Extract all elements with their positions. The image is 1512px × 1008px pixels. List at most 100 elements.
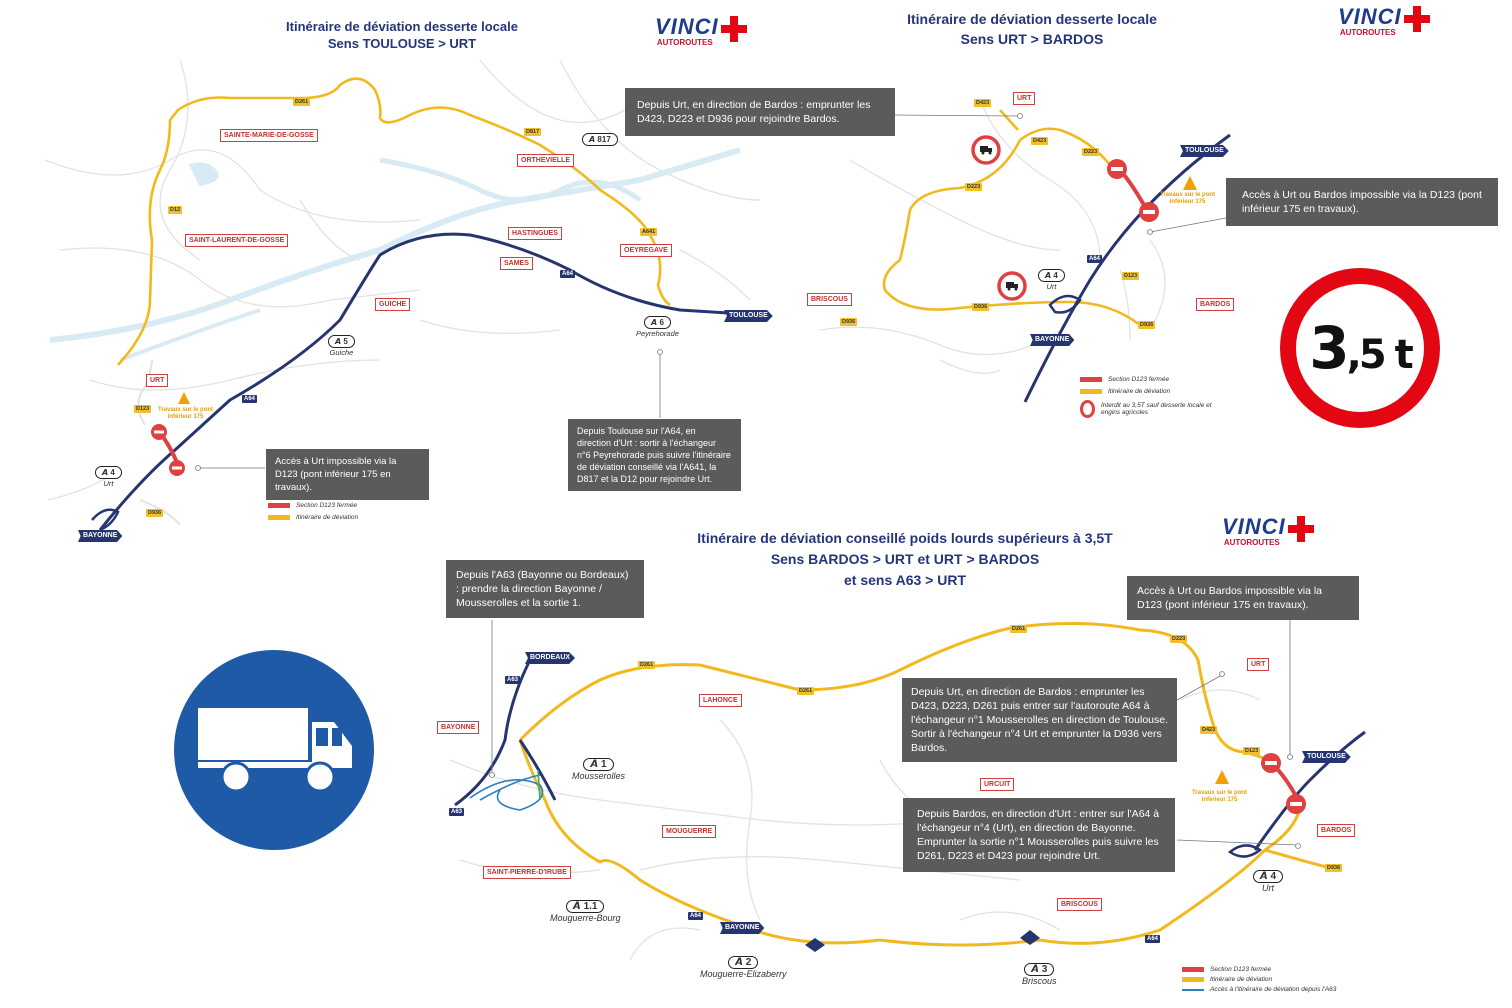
exit-4-num: 4 (1270, 871, 1277, 882)
road-label: D223 (1082, 148, 1100, 156)
legend-detour: Itinéraire de déviation (1108, 388, 1171, 395)
road-label: A63 (449, 808, 465, 816)
road-label: D261 (1010, 625, 1028, 633)
legend-swatch-closed (268, 503, 290, 508)
exit-5-name: Guiche (329, 348, 354, 357)
place-label: URT (1247, 658, 1270, 671)
map3-legend: Section D123 fermée Itinéraire de déviat… (1182, 966, 1336, 993)
place-label: MOUGUERRE (662, 825, 717, 838)
exit-3-num: 3 (1041, 964, 1048, 975)
road-label: D123 (1122, 272, 1140, 280)
vinci-logo: VINCI AUTOROUTES (1222, 514, 1314, 547)
dest-toulouse: TOULOUSE (1180, 145, 1229, 157)
works-line2: inférieur 175 (1201, 797, 1238, 803)
no-truck-signs (971, 135, 1027, 301)
exit-1: 𝘼 1 Mousserolles (572, 758, 626, 781)
dest-bayonne: BAYONNE (78, 530, 123, 542)
exit-4: 𝘼 4 Urt (1253, 870, 1284, 893)
no-entry-signs (151, 159, 1306, 814)
place-label: BRISCOUS (807, 293, 852, 306)
exit-11-num: 1.1 (583, 901, 598, 912)
logo-word: VINCI (1222, 514, 1286, 539)
legend-no-truck-icon (1080, 400, 1095, 418)
weight-limit-value: 3,5 t (1309, 314, 1414, 382)
exit-4: 𝘼 4 Urt (95, 466, 122, 488)
exit-1-num: 1 (601, 759, 607, 770)
hwy-817-num: 817 (597, 135, 611, 144)
leader-dot (489, 772, 495, 778)
place-label: SAMES (500, 257, 533, 270)
place-label: LAHONCE (699, 694, 742, 707)
road-label: A641 (640, 228, 658, 236)
works-label: Travaux sur le pont inférieur 175 (158, 407, 213, 421)
place-label: BAYONNE (437, 721, 480, 734)
dest-toulouse: TOULOUSE (1302, 751, 1351, 763)
legend-forbid: Interdit au 3,5T sauf desserte locale et… (1100, 402, 1212, 416)
logo-sub: AUTOROUTES (1339, 28, 1396, 37)
road-label: D123 (134, 405, 152, 413)
exit-4-name: Urt (1046, 282, 1057, 291)
exit-5: 𝘼 5 Guiche (328, 335, 355, 357)
map2-background-roads (819, 99, 1166, 374)
road-label: D423 (974, 99, 992, 107)
legend-closed: Section D123 fermée (1210, 966, 1272, 973)
hwy-817-shield: 𝘼 817 (582, 133, 618, 146)
road-label: D123 (1243, 747, 1261, 755)
logo-sub: AUTOROUTES (656, 38, 713, 47)
truck-sign (174, 650, 374, 850)
legend-detour: Itinéraire de déviation (296, 514, 359, 521)
weight-unit: t (1394, 332, 1414, 378)
logo-cross-icon (1287, 516, 1314, 542)
map1-title-line1: Itinéraire de déviation desserte locale (286, 19, 518, 34)
exit-1-name: Mousserolles (572, 771, 626, 781)
map2-title-line2: Sens URT > BARDOS (960, 31, 1104, 47)
road-label: A64 (1087, 255, 1103, 263)
map3-callout-access: Accès à Urt ou Bardos impossible via la … (1127, 576, 1359, 620)
weight-limit-sign: 3,5 t (1280, 268, 1440, 428)
exit-1-1: 𝘼 1.1 Mouguerre-Bourg (550, 900, 621, 923)
map3-callout-urt-bardos: Depuis Urt, en direction de Bardos : emp… (902, 678, 1177, 762)
map1-local-road (137, 359, 181, 526)
road-label: D817 (524, 128, 542, 136)
legend-closed: Section D123 fermée (1108, 376, 1170, 383)
truck-icon (198, 708, 352, 793)
road-label: D261 (797, 687, 815, 695)
logo-cross-icon (720, 16, 747, 42)
exit-6-num: 6 (659, 318, 664, 327)
place-label: URT (1013, 92, 1036, 105)
dest-bayonne: BAYONNE (1030, 334, 1075, 346)
map2-motorway-a64 (1023, 133, 1231, 403)
exit-2: 𝘼 2 Mouguerre-Elizaberry (700, 956, 787, 979)
road-label: D936 (146, 509, 164, 517)
legend-swatch-access (1182, 988, 1204, 991)
place-label: SAINTE-MARIE-DE-GOSSE (220, 129, 318, 142)
place-label: GUICHE (375, 298, 411, 311)
road-label: A64 (688, 912, 704, 920)
legend-swatch-detour (1182, 977, 1204, 982)
logo-word: VINCI (1338, 4, 1402, 29)
exit-4-name: Urt (1262, 883, 1275, 893)
place-label: URT (146, 374, 169, 387)
exit-2-num: 2 (745, 957, 752, 968)
logo-sub: AUTOROUTES (1223, 538, 1280, 547)
map3-title-line2: Sens BARDOS > URT et URT > BARDOS (770, 551, 1040, 567)
exit-4-num: 4 (1053, 271, 1058, 280)
map3-a63-access (469, 769, 544, 811)
road-label: D261 (293, 98, 311, 106)
map3-interchange-markers (805, 930, 1040, 952)
dest-toulouse: TOULOUSE (724, 310, 773, 322)
leader-dot (195, 465, 201, 471)
works-line1: Travaux sur le pont (1160, 192, 1216, 198)
exit-4-name: Urt (103, 479, 114, 488)
legend-swatch-closed (1182, 967, 1204, 972)
works-line1: Travaux sur le pont (158, 407, 214, 413)
road-label: D223 (1170, 635, 1188, 643)
map3-callout-bardos-urt: Depuis Bardos, en direction d'Urt : entr… (903, 798, 1175, 872)
weight-frac: ,5 (1346, 332, 1387, 378)
road-label: A63 (505, 676, 521, 684)
legend-detour: Itinéraire de déviation (1210, 976, 1273, 983)
exit-2-name: Mouguerre-Elizaberry (700, 969, 787, 979)
map3-title-line3: et sens A63 > URT (843, 572, 967, 588)
leader-dot (657, 349, 663, 355)
map1-title: Itinéraire de déviation desserte locale … (282, 18, 522, 52)
